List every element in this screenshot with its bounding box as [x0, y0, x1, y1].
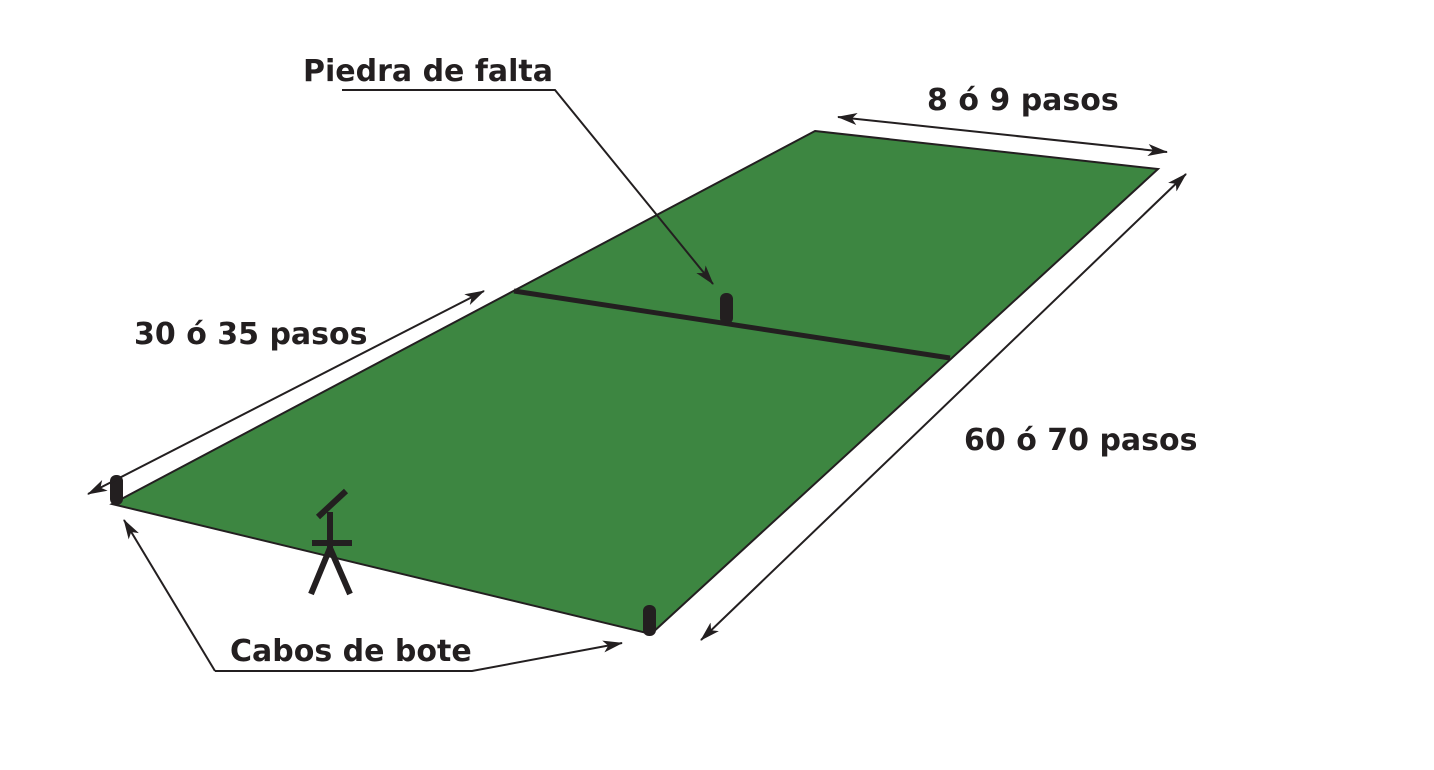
- foul-stone-leader: [342, 89, 714, 285]
- foul-stone-label: Piedra de falta: [303, 54, 553, 89]
- end-post-bottom: [643, 605, 656, 636]
- foul-stone: [720, 293, 733, 324]
- full-length-dimension-arrow: [700, 173, 1187, 641]
- half-length-dimension-arrow: [87, 290, 485, 495]
- width-label: 8 ó 9 pasos: [927, 83, 1119, 118]
- throw-ends-label: Cabos de bote: [230, 634, 472, 669]
- throw-ends-leader-right: [215, 640, 623, 672]
- field-surface: [109, 129, 1161, 636]
- throw-ends-leader-left: [123, 519, 216, 672]
- full-length-label: 60 ó 70 pasos: [964, 423, 1197, 458]
- half-length-label: 30 ó 35 pasos: [134, 317, 367, 352]
- skittle-stand-icon: [308, 488, 353, 596]
- width-dimension-arrow: [837, 113, 1168, 156]
